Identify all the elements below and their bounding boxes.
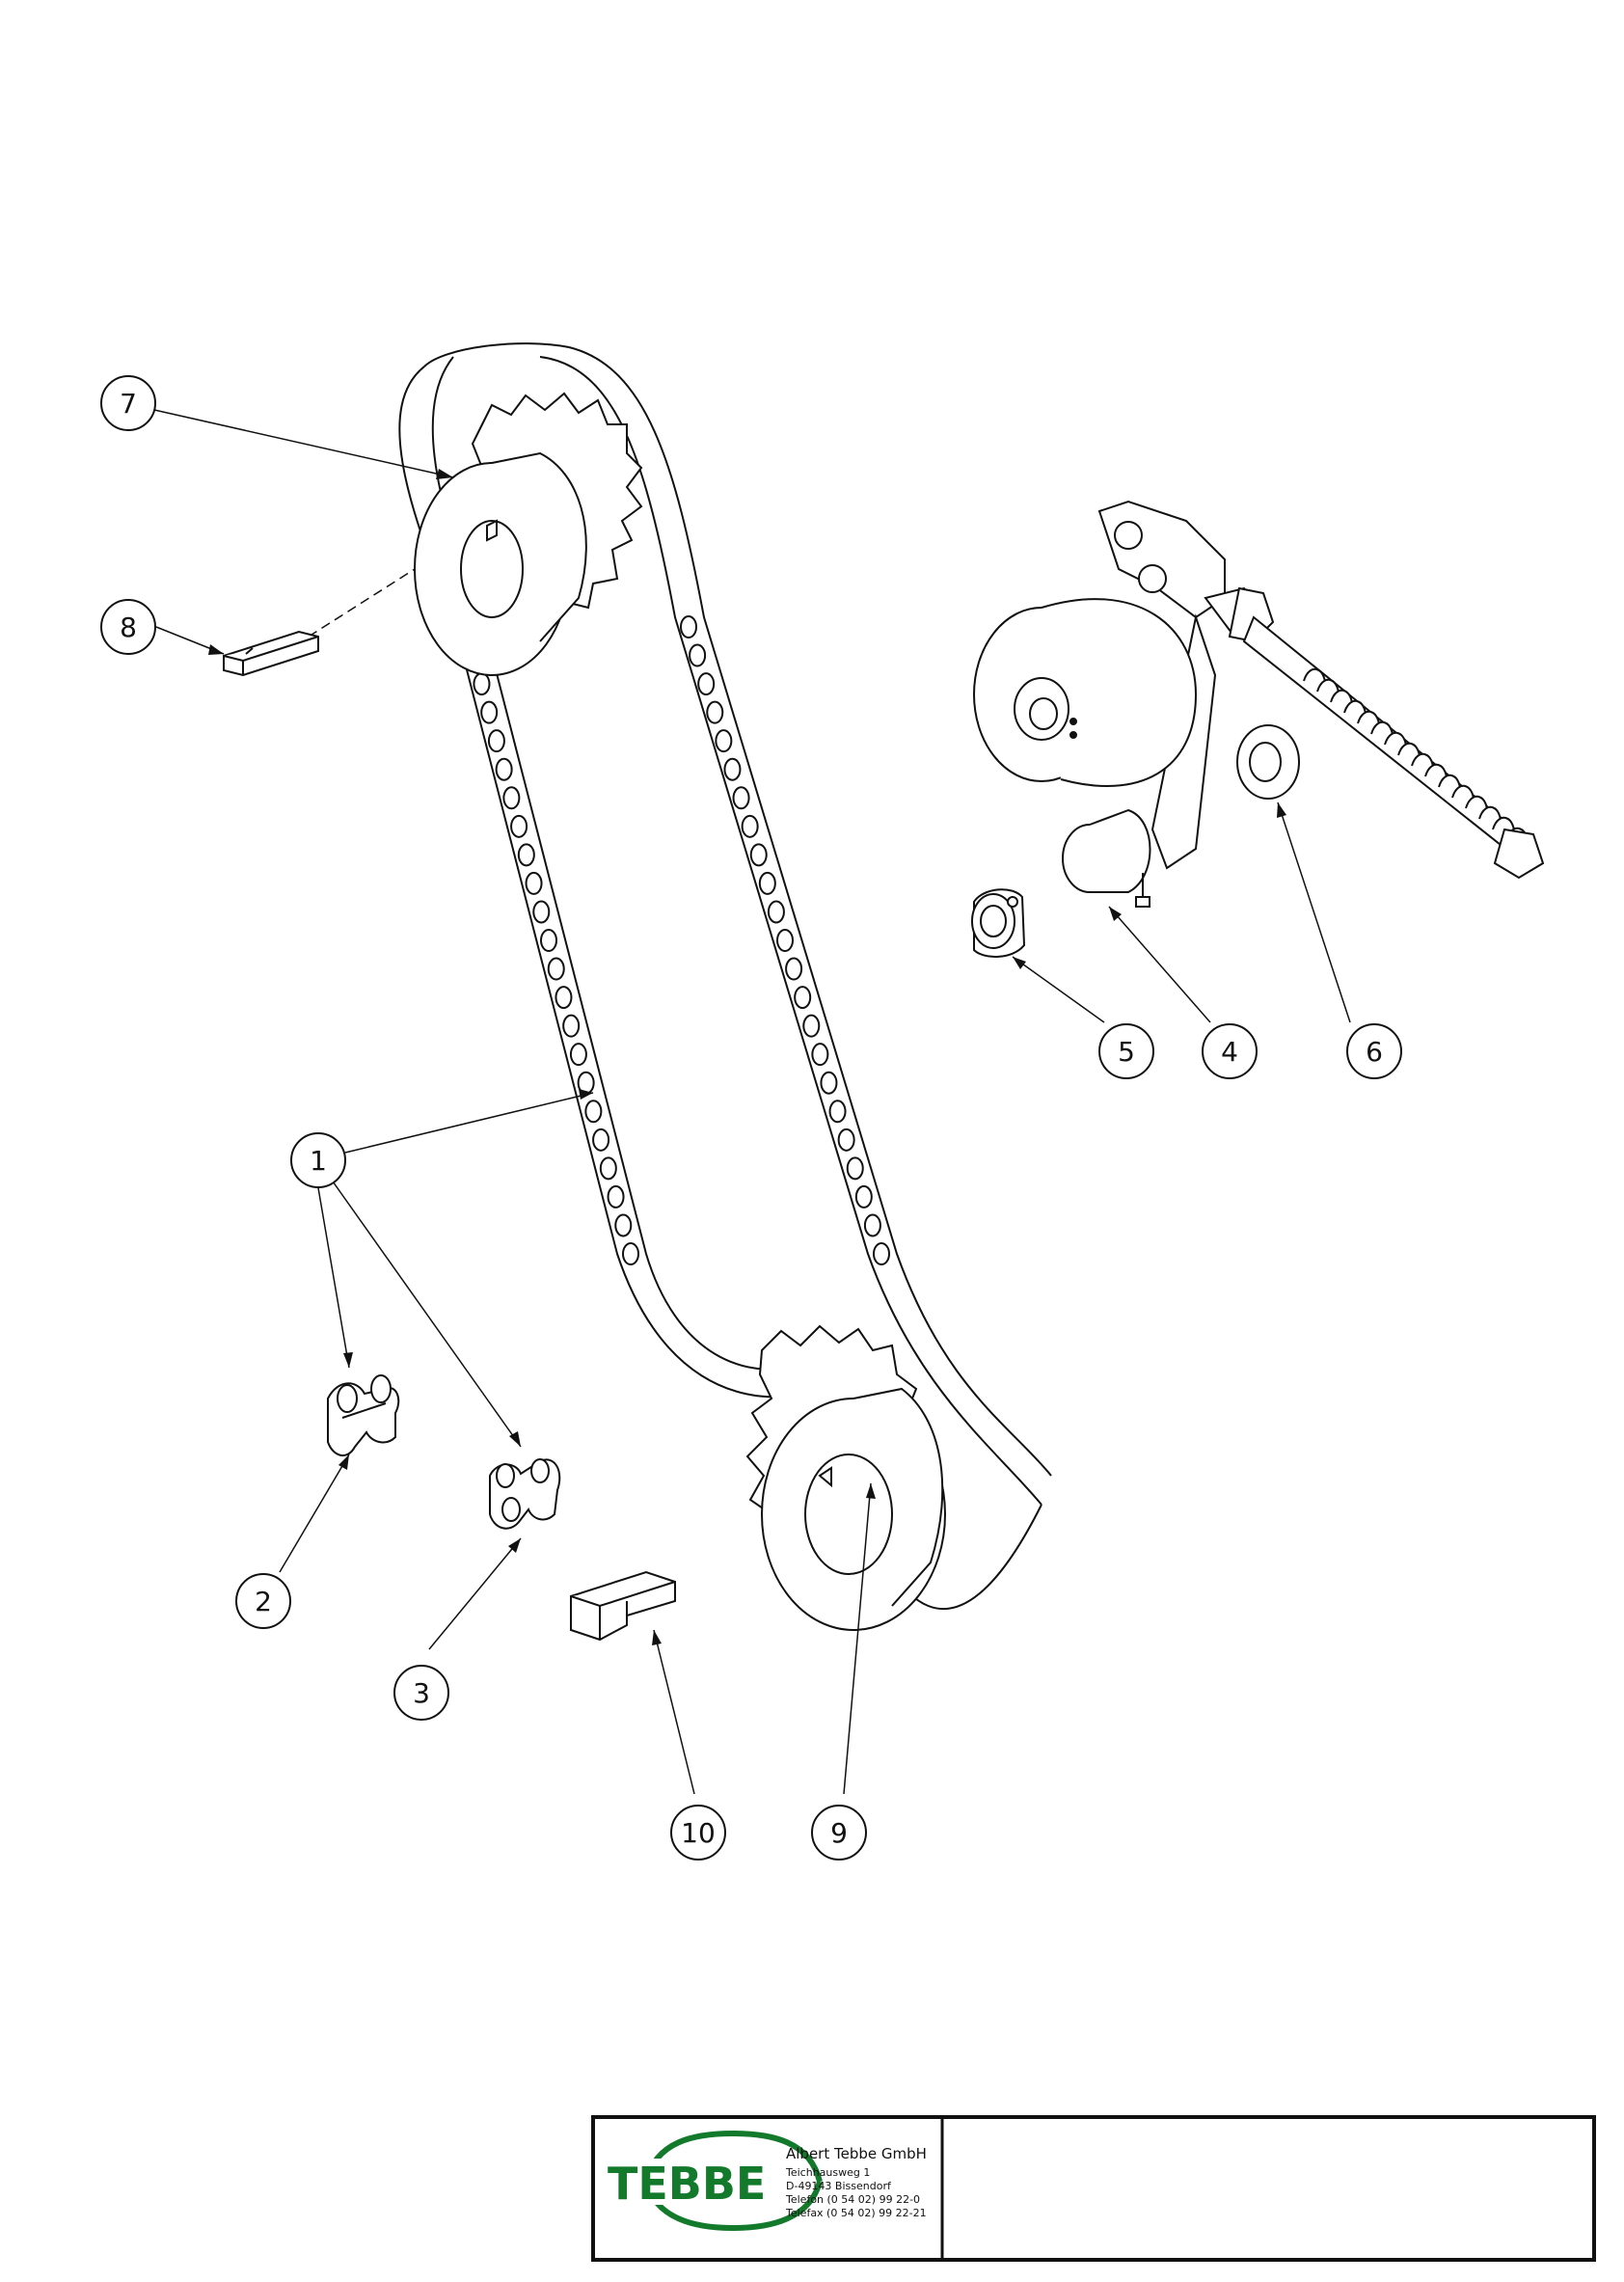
connecting-link (327, 1374, 400, 1456)
key-large (570, 1570, 676, 1642)
chain-roller (480, 700, 499, 724)
svg-text:5: 5 (1118, 1036, 1135, 1068)
svg-text:6: 6 (1366, 1036, 1383, 1068)
chain-roller (680, 615, 697, 638)
svg-text:10: 10 (681, 1817, 716, 1849)
chain-roller (741, 814, 759, 838)
chain-roller (863, 1213, 881, 1237)
callout-1: 1 (290, 1132, 346, 1188)
chain-roller (547, 957, 565, 981)
svg-text:9: 9 (830, 1817, 848, 1849)
chain-roller (540, 929, 557, 952)
chain-roller (776, 929, 794, 952)
chain-roller (592, 1127, 610, 1152)
svg-text:2: 2 (255, 1586, 272, 1617)
company-name: Albert Tebbe GmbH (786, 2145, 927, 2162)
callout-8: 8 (100, 599, 156, 655)
svg-text:TEBBE: TEBBE (608, 2158, 766, 2210)
callout-2: 2 (235, 1573, 291, 1629)
chain-roller (802, 1014, 821, 1038)
chain-roller (502, 786, 521, 810)
chain-roller (569, 1043, 587, 1067)
callout-3: 3 (393, 1665, 449, 1721)
chain-roller (749, 843, 768, 867)
chain-roller (555, 986, 573, 1010)
upper-sprocket (414, 392, 643, 676)
chain-roller (846, 1156, 864, 1181)
washer (1236, 724, 1300, 800)
tensioner-threaded-rod (1204, 586, 1545, 880)
chain-roller (723, 757, 742, 781)
chain-roller (706, 700, 724, 724)
chain-roller (854, 1184, 873, 1209)
callout-9: 9 (811, 1805, 867, 1861)
chain-roller (758, 871, 776, 895)
lower-sprocket (745, 1324, 946, 1631)
chain-roller (517, 843, 535, 867)
svg-text:1: 1 (310, 1145, 327, 1177)
chain-roller (837, 1127, 855, 1152)
chain-roller (562, 1014, 581, 1038)
chain-roller (614, 1213, 633, 1237)
chain-roller (697, 672, 716, 696)
chain-roller (794, 986, 812, 1010)
chain-roller (584, 1100, 603, 1124)
chain-roller (715, 729, 733, 753)
chain-tensioner (973, 500, 1226, 908)
tebbe-logo: TEBBE (606, 2130, 823, 2232)
chain-roller (622, 1242, 639, 1265)
svg-text:3: 3 (413, 1677, 430, 1709)
leader-arrowheads (208, 469, 1286, 1645)
chain-roller (732, 786, 750, 810)
key-alignment-line (308, 568, 416, 638)
callout-10: 10 (670, 1805, 726, 1861)
svg-text:8: 8 (120, 611, 137, 643)
company-phone: Telefon (0 54 02) 99 22-0 (785, 2193, 920, 2206)
chain-roller (820, 1071, 838, 1095)
callouts: 7 8 1 2 3 10 9 5 4 6 (100, 375, 1402, 1861)
chain-roller (525, 871, 543, 895)
chain-roller (495, 757, 513, 781)
chain-roller (487, 729, 505, 753)
chain-roller (828, 1100, 847, 1124)
callout-4: 4 (1202, 1023, 1258, 1079)
title-block: TEBBE Albert Tebbe GmbH Teichhausweg 1 D… (591, 2115, 1596, 2262)
callout-7: 7 (100, 375, 156, 431)
callout-6: 6 (1346, 1023, 1402, 1079)
callout-5: 5 (1098, 1023, 1154, 1079)
chain-roller (811, 1043, 829, 1067)
chain-roller (532, 900, 551, 924)
key-small (223, 630, 319, 677)
company-street: Teichhausweg 1 (785, 2166, 870, 2179)
chain-roller (607, 1184, 625, 1209)
company-city: D-49143 Bissendorf (786, 2180, 892, 2192)
chain-roller (510, 814, 528, 838)
leader-lines (153, 409, 1351, 1795)
svg-text:7: 7 (120, 388, 137, 420)
chain-roller (785, 957, 803, 981)
chain-roller (689, 643, 707, 667)
shaft-collar (971, 888, 1026, 958)
svg-text:4: 4 (1221, 1036, 1238, 1068)
offset-link (489, 1458, 561, 1530)
chain-roller (599, 1156, 617, 1181)
chain-roller (473, 672, 491, 696)
chain-roller (873, 1242, 890, 1265)
company-fax: Telefax (0 54 02) 99 22-21 (785, 2207, 927, 2219)
chain-roller (767, 900, 785, 924)
